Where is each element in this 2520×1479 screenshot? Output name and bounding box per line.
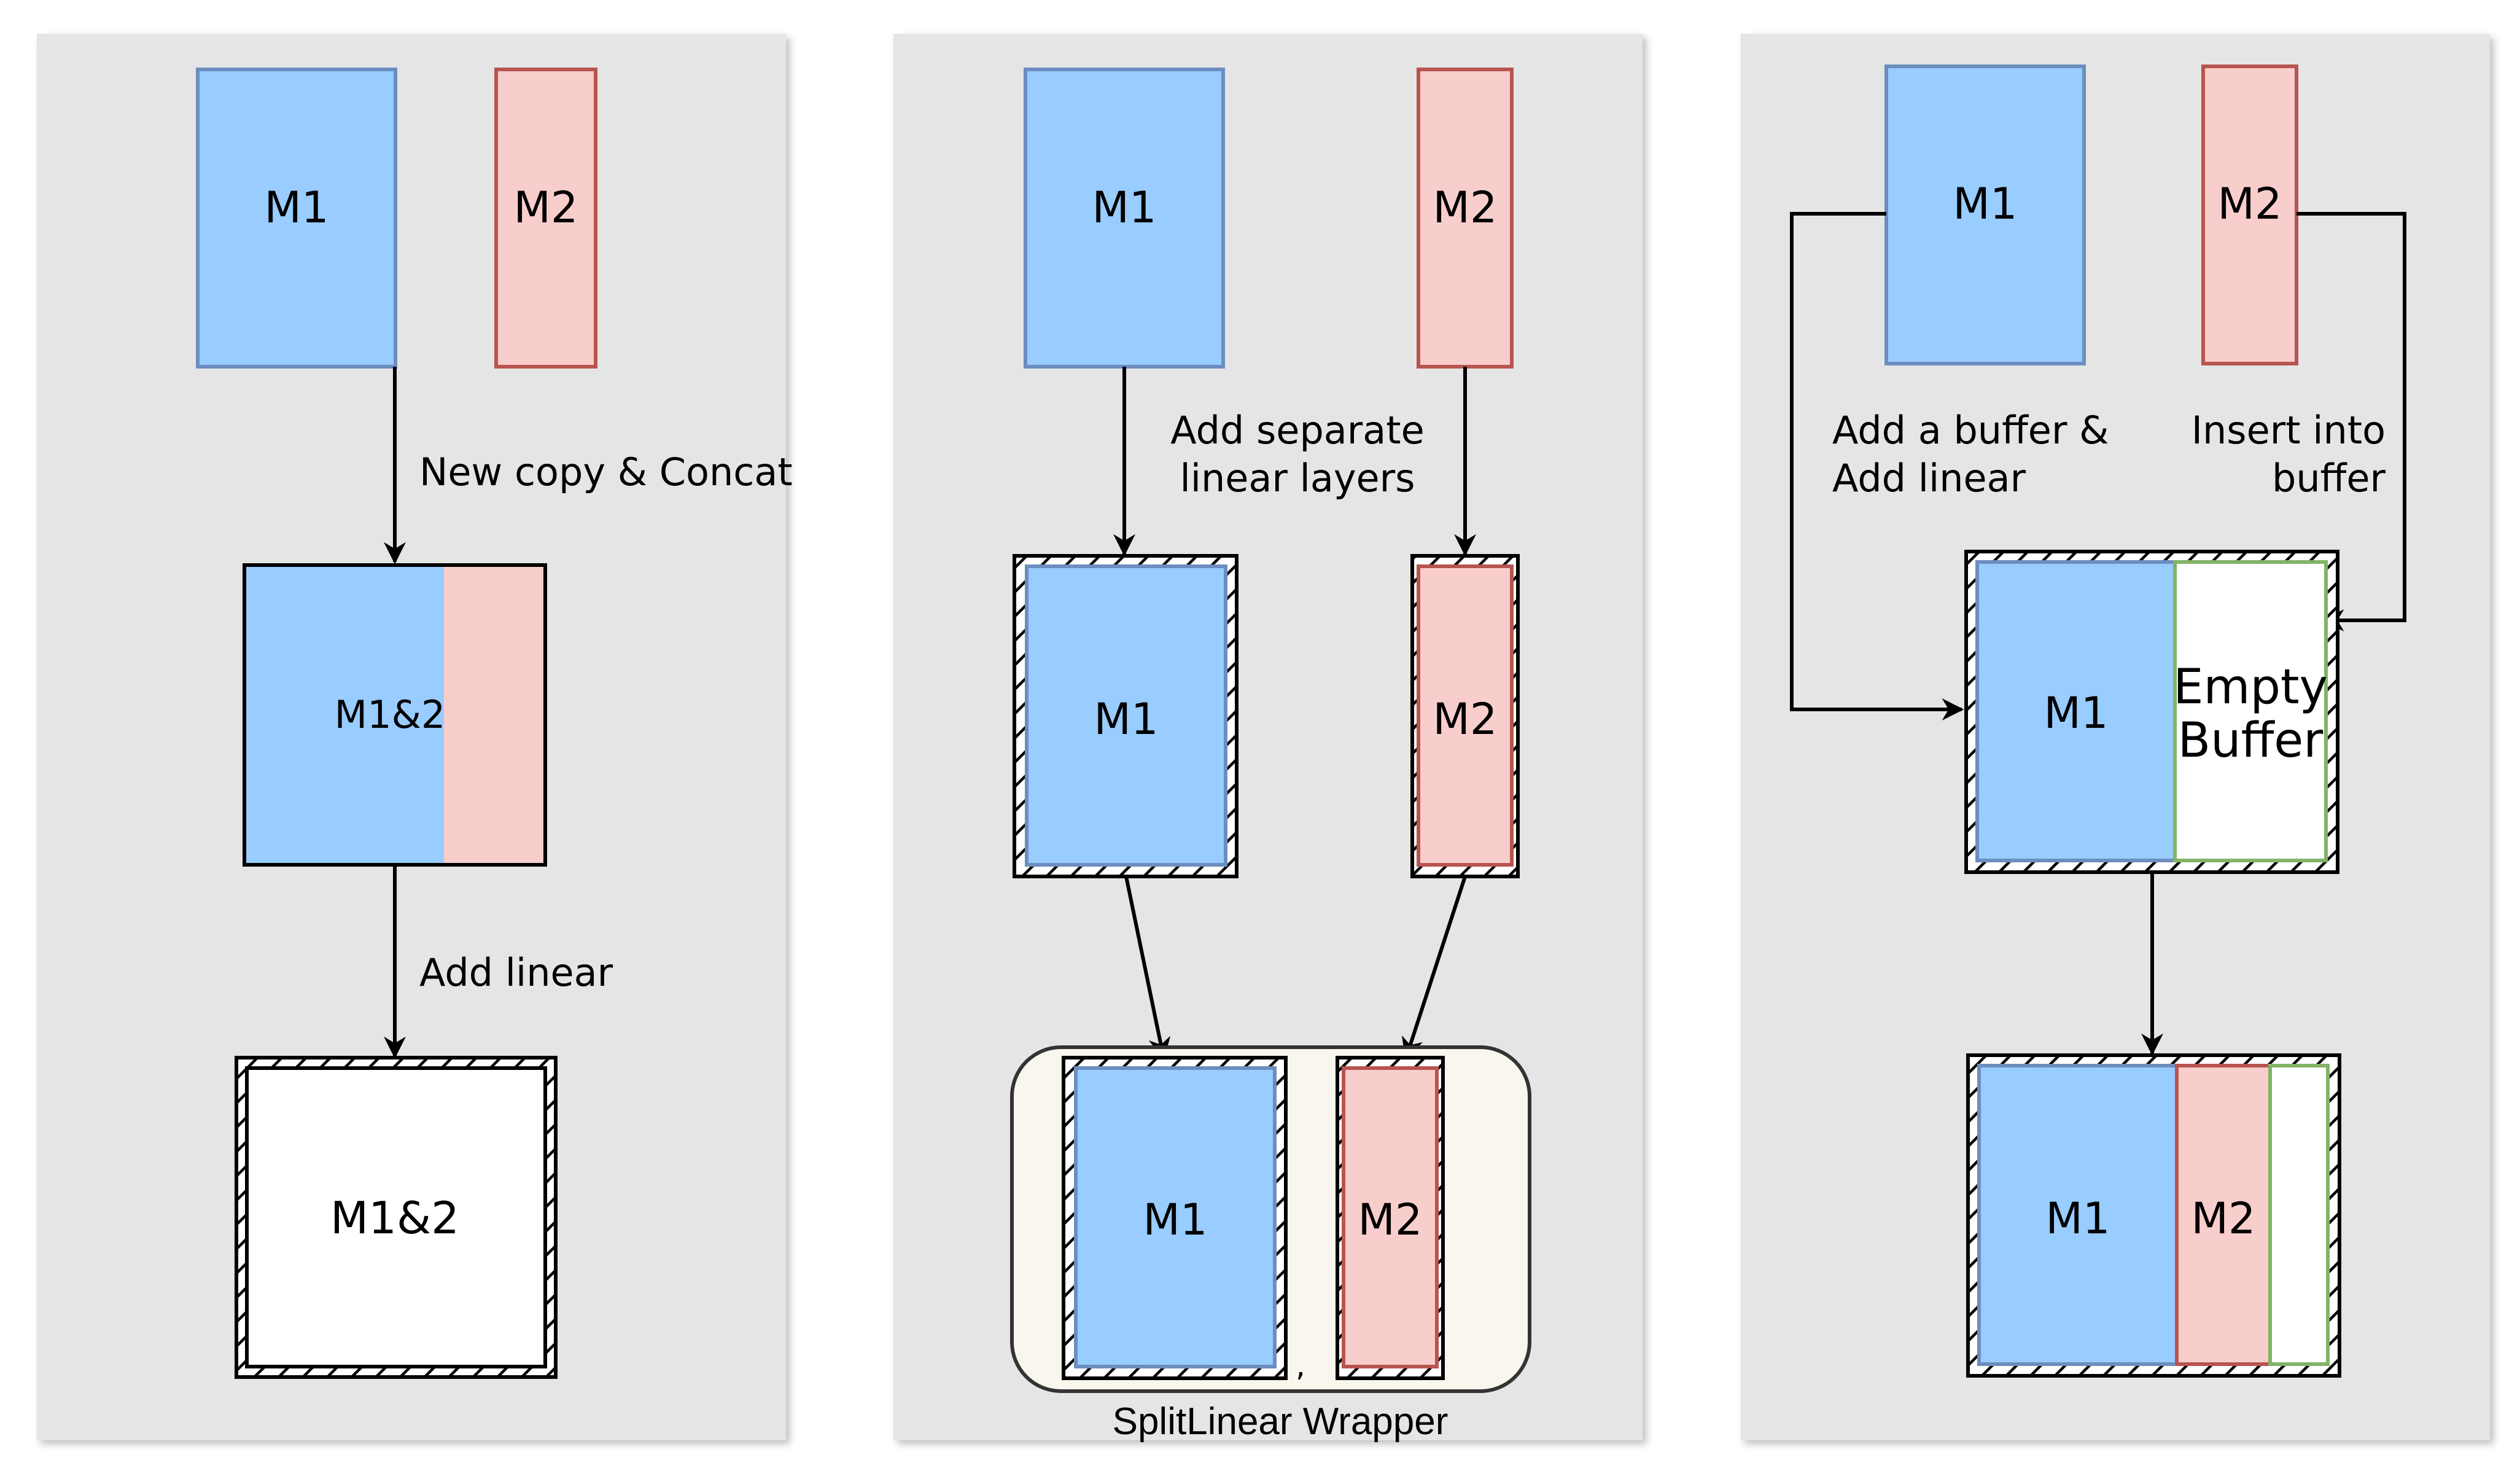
wrapper-layer-m2 [1336,1056,1445,1380]
arrow-m2-wrapper [1401,876,1467,1060]
arrow-m1-wrapper [1124,876,1171,1060]
linear-layer-m2 [1410,554,1520,878]
empty-buffer-label-line1: Empty [2173,660,2328,715]
merged-matrix [243,563,547,867]
final-m1-label: M1 [2046,1193,2110,1244]
linear-layer-merged [235,1056,558,1379]
buffer-layer-m1-label: M1 [2044,688,2109,738]
linear-layer-m1 [1013,554,1239,878]
step-separate-label-line1: Add separate [1170,408,1424,453]
panel-split-linear: M1 M2 Add separate linear layers M1 M2 M… [893,34,1643,1443]
step-insert-line2: buffer [2272,456,2386,501]
buffer-layer [1964,550,2339,874]
matrix-m2 [2201,64,2298,365]
matrix-m1 [196,68,397,369]
final-buffer-layer [1966,1053,2341,1378]
matrix-m2-label: M2 [1433,182,1498,233]
step-insert-line1: Insert into [2191,408,2386,453]
step-separate-label-line2: linear layers [1180,456,1415,501]
empty-buffer-label-line2: Buffer [2178,713,2324,768]
wrapper-layer-m2-label: M2 [1358,1195,1423,1245]
matrix-m2-label: M2 [514,182,578,233]
panel-buffer: M1 M2 Add a buffer & Add linear Insert i… [1741,34,2490,1440]
step-add-linear-label: Add linear [419,950,613,995]
final-m2-label: M2 [2191,1193,2256,1244]
matrix-m2-label: M2 [2218,179,2282,229]
matrix-m1 [1884,64,2086,365]
matrix-m1 [1024,68,1225,369]
step-add-buffer-line1: Add a buffer & [1832,408,2109,453]
arrow-m1-buffer [1790,212,1964,720]
linear-layer-m2-label: M2 [1433,694,1498,744]
wrapper-layer-m1 [1062,1056,1288,1380]
matrix-m1-label: M1 [265,182,329,233]
merged-matrix-label: M1&2 [335,692,446,737]
wrapper-layer-m1-label: M1 [1143,1195,1208,1245]
wrapper-caption: SplitLinear Wrapper [1113,1400,1449,1443]
wrapper-separator: , [1296,1348,1305,1383]
arrow-m2-buffer [2296,212,2406,631]
step-add-buffer-line2: Add linear [1832,456,2026,501]
panel-concat: M1 M2 New copy & Concat M1&2 Add linear … [37,34,793,1440]
linear-layer-merged-label: M1&2 [330,1192,459,1244]
matrix-m1-label: M1 [1953,179,2018,229]
matrix-m2 [1417,68,1514,369]
linear-layer-m1-label: M1 [1094,694,1159,744]
step-concat-label: New copy & Concat [419,450,793,494]
matrix-m1-label: M1 [1092,182,1157,233]
matrix-m2 [494,68,597,369]
